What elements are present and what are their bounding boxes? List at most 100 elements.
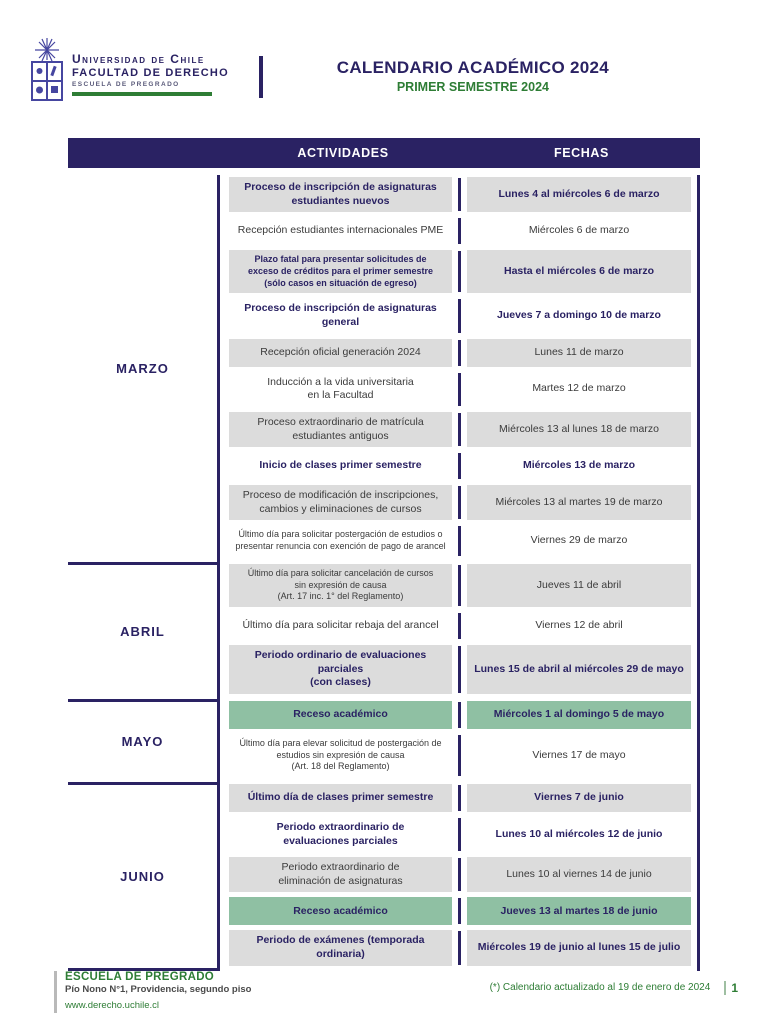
page-number: 1	[731, 980, 738, 995]
calendar-row: Periodo extraordinario de eliminación de…	[229, 857, 691, 893]
activity-cell: Proceso de inscripción de asignaturas es…	[229, 177, 452, 213]
date-cell: Jueves 11 de abril	[467, 563, 691, 607]
cell-divider	[458, 734, 461, 776]
cell-divider	[458, 898, 461, 925]
cell-divider	[458, 486, 461, 520]
cell-divider	[458, 251, 461, 293]
column-header-actividades: ACTIVIDADES	[297, 146, 389, 160]
cell-divider	[458, 645, 461, 693]
date-cell: Lunes 10 al miércoles 12 de junio	[495, 827, 663, 840]
cell-divider	[458, 817, 461, 852]
date-cell: Viernes 29 de marzo	[530, 534, 628, 547]
cell-divider	[458, 372, 461, 406]
university-brand: Universidad de Chile FACULTAD DE DERECHO…	[30, 38, 229, 104]
date-cell: Viernes 17 de mayo	[532, 748, 626, 761]
activity-cell: Periodo ordinario de evaluaciones parcia…	[229, 644, 452, 694]
calendar-row: Periodo de exámenes (temporada ordinaria…	[229, 930, 691, 966]
calendar-row: Periodo extraordinario de evaluaciones p…	[229, 817, 691, 852]
activity-cell: Último día para solicitar cancelación de…	[229, 563, 452, 607]
footer-website-link[interactable]: www.derecho.uchile.cl	[65, 999, 159, 1011]
calendar-row: Último día para elevar solicitud de post…	[229, 734, 691, 777]
calendar-row: Proceso de modificación de inscripciones…	[229, 485, 691, 521]
calendar-row: Plazo fatal para presentar solicitudes d…	[229, 250, 691, 294]
activity-cell: Periodo de exámenes (temporada ordinaria…	[229, 930, 452, 966]
calendar-row: Receso académico Jueves 13 al martes 18 d…	[229, 897, 691, 926]
title-block: CALENDARIO ACADÉMICO 2024 PRIMER SEMESTR…	[263, 38, 738, 94]
activity-cell: Receso académico	[229, 897, 452, 926]
date-cell: Miércoles 13 al lunes 18 de marzo	[467, 411, 691, 448]
activity-cell: Periodo extraordinario de eliminación de…	[229, 857, 452, 893]
section-rows: Proceso de inscripción de asignaturas es…	[220, 175, 700, 562]
cell-divider	[458, 526, 461, 556]
activity-cell: Proceso de modificación de inscripciones…	[229, 485, 452, 521]
school-name: ESCUELA DE PREGRADO	[72, 81, 180, 88]
brand-underline	[72, 92, 212, 96]
calendar-row: Último día para solicitar rebaja del ara…	[229, 612, 691, 640]
footer-update-note: (*) Calendario actualizado al 19 de ener…	[489, 982, 711, 994]
page-number-divider	[724, 980, 727, 995]
month-label: MAYO	[68, 698, 220, 782]
page-footer: ESCUELA DE PREGRADO Pío Nono N°1, Provid…	[30, 970, 738, 1013]
cell-divider	[458, 453, 461, 480]
date-cell: Martes 12 de marzo	[532, 382, 626, 395]
date-cell: Viernes 7 de junio	[467, 783, 691, 812]
activity-cell: Inducción a la vida universitaria en la …	[267, 375, 414, 402]
university-name: Universidad de Chile	[72, 52, 205, 66]
date-cell: Miércoles 13 al martes 19 de marzo	[467, 485, 691, 521]
footer-address: Pío Nono N°1, Providencia, segundo piso	[65, 983, 252, 995]
cell-divider	[458, 701, 461, 728]
cell-divider	[458, 612, 461, 639]
cell-divider	[458, 299, 461, 333]
cell-divider	[458, 564, 461, 606]
date-cell: Miércoles 13 de marzo	[522, 459, 636, 472]
activity-cell: Plazo fatal para presentar solicitudes d…	[229, 250, 452, 294]
calendar-row: Último día para solicitar cancelación de…	[229, 563, 691, 607]
activity-cell: Proceso de inscripción de asignaturas ge…	[244, 302, 437, 328]
cell-divider	[458, 412, 461, 447]
column-header-fechas: FECHAS	[554, 146, 609, 160]
footer-school-name: ESCUELA DE PREGRADO	[65, 970, 215, 983]
calendar-row: Receso académico Miércoles 1 al domingo 5…	[229, 700, 691, 729]
calendar-row: Recepción estudiantes internacionales PM…	[229, 217, 691, 245]
activity-cell: Receso académico	[229, 700, 452, 729]
cell-divider	[458, 218, 461, 245]
date-cell: Lunes 11 de marzo	[467, 338, 691, 367]
cell-divider	[458, 339, 461, 366]
section-rows: Último día para solicitar cancelación de…	[220, 561, 700, 699]
calendar-row: Periodo ordinario de evaluaciones parcia…	[229, 644, 691, 694]
activity-cell: Recepción estudiantes internacionales PM…	[237, 224, 444, 237]
date-cell: Miércoles 19 de junio al lunes 15 de jul…	[467, 930, 691, 966]
date-cell: Jueves 13 al martes 18 de junio	[467, 897, 691, 926]
month-label: JUNIO	[68, 781, 220, 971]
footer-divider	[54, 970, 57, 1013]
page-header: Universidad de Chile FACULTAD DE DERECHO…	[30, 38, 738, 104]
page-subtitle: PRIMER SEMESTRE 2024	[396, 80, 549, 94]
month-label: MARZO	[68, 175, 220, 562]
date-cell: Miércoles 1 al domingo 5 de mayo	[467, 700, 691, 729]
month-label: ABRIL	[68, 561, 220, 699]
date-cell: Lunes 4 al miércoles 6 de marzo	[467, 177, 691, 213]
calendar-row: Último día para solicitar postergación d…	[229, 525, 691, 556]
month-section-junio: JUNIO Último día de clases primer semestr…	[68, 781, 700, 971]
calendar-row: Inducción a la vida universitaria en la …	[229, 372, 691, 407]
activity-cell: Periodo extraordinario de evaluaciones p…	[276, 820, 405, 847]
date-cell: Jueves 7 a domingo 10 de marzo	[497, 309, 661, 322]
footer-right: (*) Calendario actualizado al 19 de ener…	[490, 971, 738, 995]
calendar-row: Proceso de inscripción de asignaturas es…	[229, 177, 691, 213]
page-title: CALENDARIO ACADÉMICO 2024	[336, 58, 610, 77]
cell-divider	[458, 931, 461, 965]
activity-cell: Último día para solicitar rebaja del ara…	[242, 619, 439, 632]
section-rows: Receso académico Miércoles 1 al domingo 5…	[220, 698, 700, 782]
activity-cell: Último día para elevar solicitud de post…	[239, 737, 442, 772]
cell-divider	[458, 784, 461, 811]
footer-contact: ESCUELA DE PREGRADO Pío Nono N°1, Provid…	[65, 971, 251, 1013]
month-section-mayo: MAYO Receso académico Miércoles 1 al domin…	[68, 698, 700, 782]
cell-divider	[458, 178, 461, 212]
